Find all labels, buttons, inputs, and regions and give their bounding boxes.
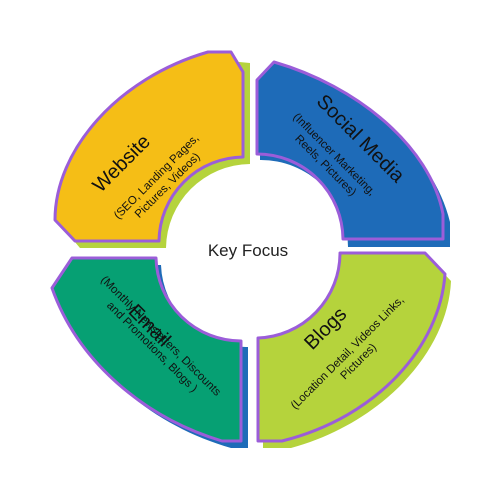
blogs-segment: Blogs (Location Detail, Videos Links, Pi… xyxy=(256,251,451,448)
email-segment: Email (Monthly Newsletters, Discounts an… xyxy=(50,256,248,448)
social-media-shape xyxy=(255,60,445,241)
website-shape xyxy=(53,50,245,243)
website-segment: Website (SEO, Landing Pages, Pictures, V… xyxy=(53,50,250,248)
email-shape xyxy=(50,256,243,443)
center-label: Key Focus xyxy=(208,241,288,260)
social-media-segment: Social Media (Influencer Marketing, Reel… xyxy=(255,60,450,247)
blogs-shape xyxy=(256,251,447,443)
